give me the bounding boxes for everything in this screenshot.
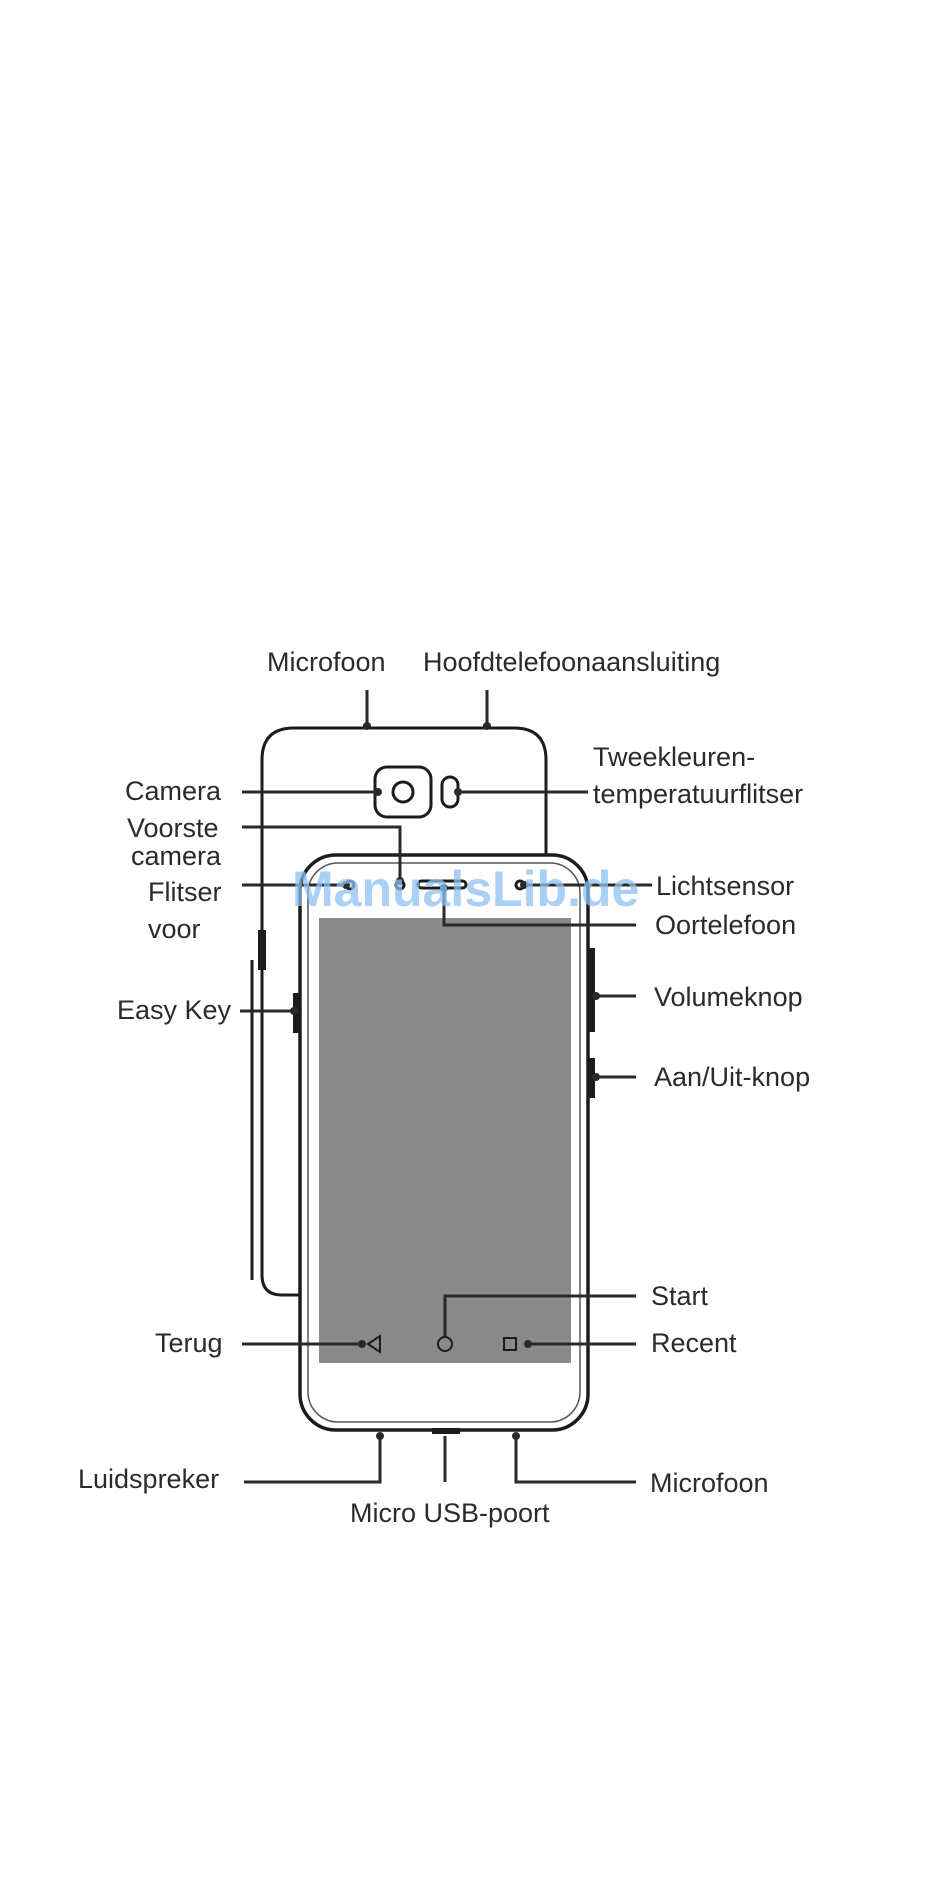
label-camera: Camera [125, 776, 222, 806]
label-start: Start [651, 1281, 709, 1311]
label-microfoon-bottom: Microfoon [650, 1468, 769, 1498]
back-side-button [258, 930, 266, 970]
rear-camera-module [375, 767, 431, 817]
label-lichtsensor: Lichtsensor [656, 871, 794, 901]
label-flitser-line2: voor [148, 914, 201, 944]
label-oortelefoon: Oortelefoon [655, 910, 796, 940]
label-voorste-line1: Voorste [127, 813, 219, 843]
front-phone [293, 855, 595, 1434]
label-hoofdtelefoonaansluiting: Hoofdtelefoonaansluiting [423, 647, 720, 677]
label-easy-key: Easy Key [117, 995, 232, 1025]
watermark-text: ManualsLib.de [292, 861, 639, 917]
label-tweekleuren-line1: Tweekleuren- [593, 742, 755, 772]
label-recent: Recent [651, 1328, 737, 1358]
usb-port-slot [432, 1428, 460, 1434]
label-voorste-line2: camera [131, 841, 222, 871]
label-luidspreker: Luidspreker [78, 1464, 219, 1494]
label-flitser-line1: Flitser [148, 877, 222, 907]
label-tweekleuren-line2: temperatuurflitser [593, 779, 803, 809]
volume-button [587, 948, 595, 1032]
label-terug: Terug [155, 1328, 223, 1358]
rear-camera-lens-icon [393, 782, 413, 802]
label-micro-usb-poort: Micro USB-poort [350, 1498, 550, 1528]
label-volumeknop: Volumeknop [654, 982, 803, 1012]
label-microfoon-top: Microfoon [267, 647, 386, 677]
label-aan-uit-knop: Aan/Uit-knop [654, 1062, 810, 1092]
